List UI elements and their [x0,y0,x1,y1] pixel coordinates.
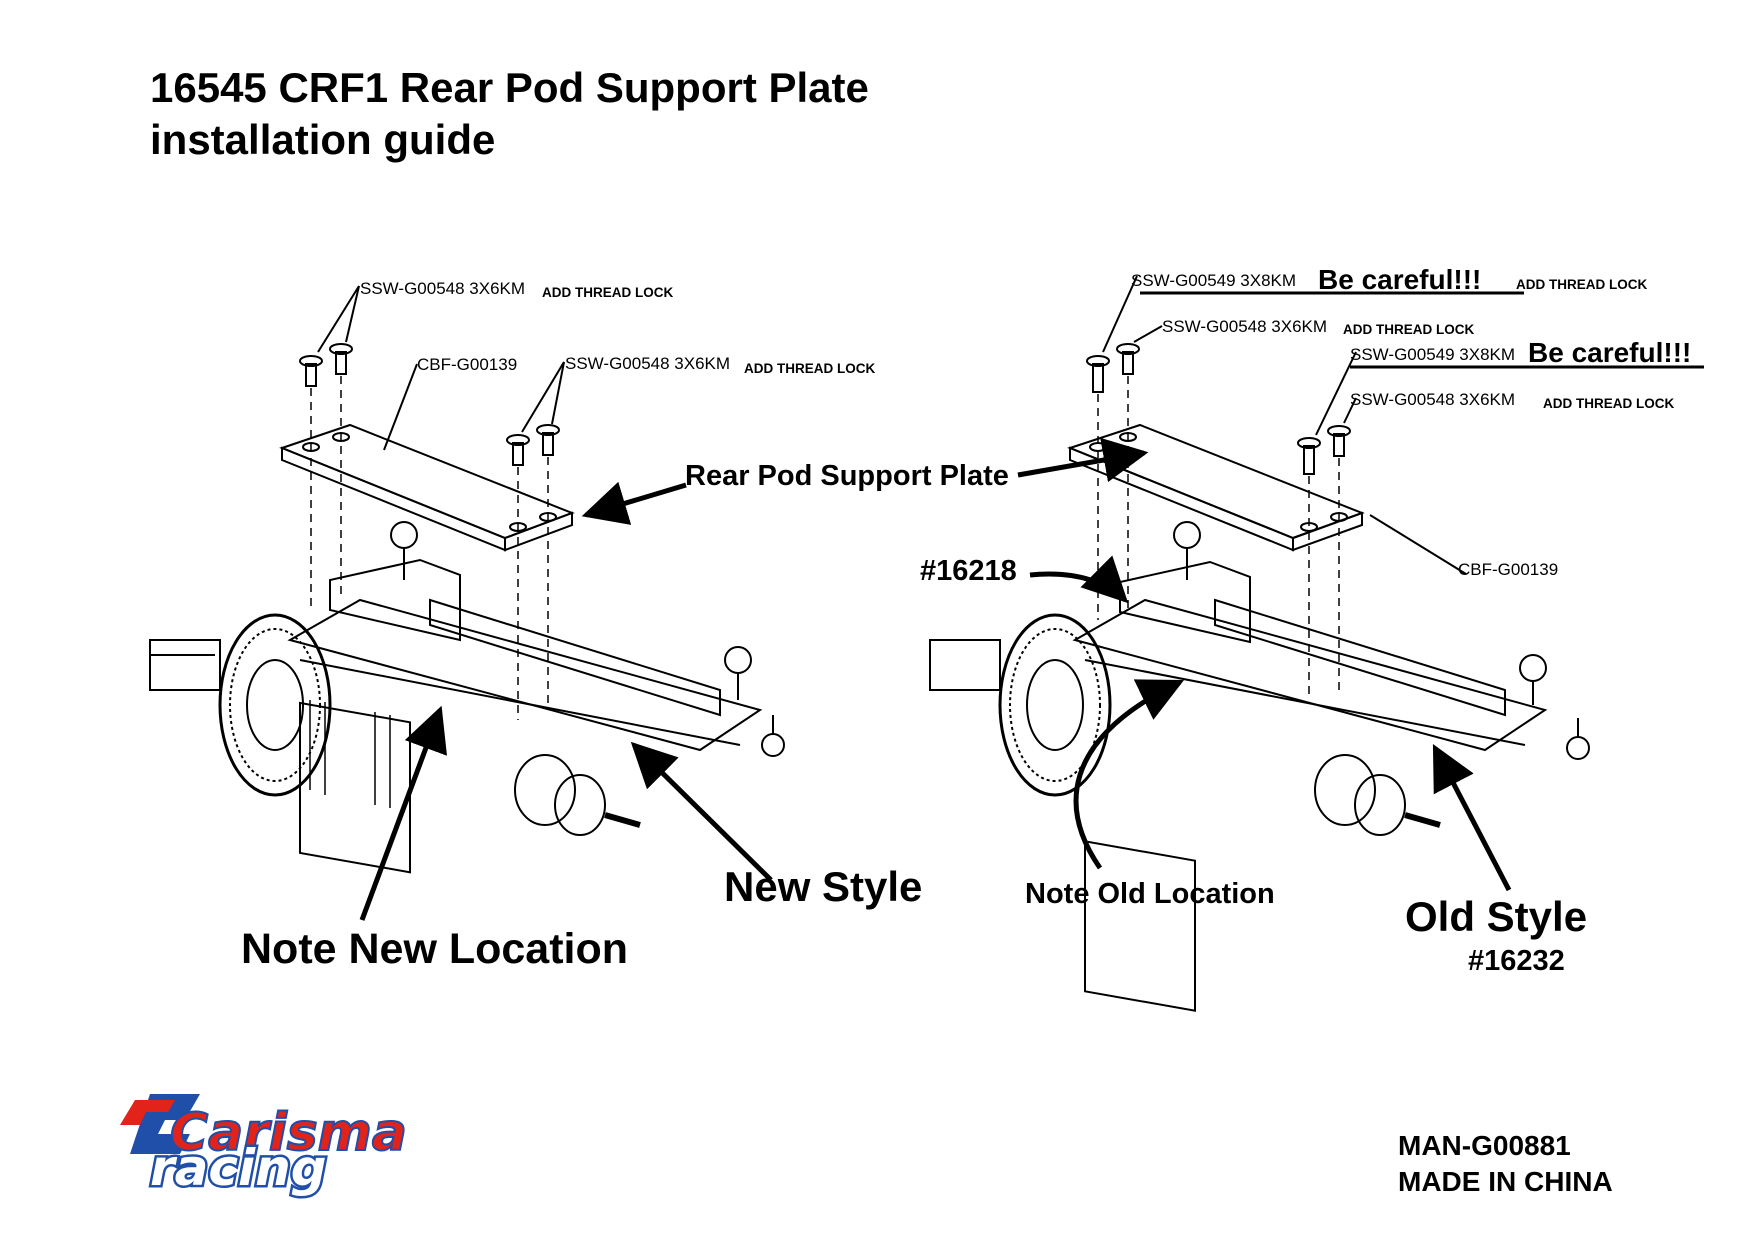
right-warning-2: Be careful!!! [1528,337,1692,368]
manual-code: MAN-G00881 [1398,1130,1571,1161]
arrow-plate-left [581,481,687,525]
new-style-label: New Style [724,863,923,910]
footer-info: MAN-G00881 MADE IN CHINA [1398,1128,1613,1200]
left-screw-note-2: ADD THREAD LOCK [744,361,876,376]
right-screw-note-2: ADD THREAD LOCK [1343,322,1475,337]
left-assembly [149,285,785,874]
arrow-old-location [1073,679,1185,870]
old-style-label: Old Style [1405,893,1588,940]
old-style-part: #16232 [1468,945,1565,977]
right-screw-label-2: SSW-G00548 3X6KM [1162,317,1328,336]
plate-callout: Rear Pod Support Plate [685,460,1009,492]
right-screw-label-4: SSW-G00548 3X6KM [1350,390,1516,409]
arrow-new-style [630,741,773,882]
callout-arrows [359,437,1512,921]
right-warning-1: Be careful!!! [1318,264,1482,295]
left-screw-label-2: SSW-G00548 3X6KM [565,354,731,373]
right-plate-part-label: CBF-G00139 [1458,560,1559,579]
right-screw-label-1: SSW-G00549 3X8KM [1131,271,1297,290]
left-screws [299,343,560,466]
right-screws [1086,343,1351,475]
left-screw-note-1: ADD THREAD LOCK [542,285,674,300]
title-line-2: installation guide [150,116,496,163]
left-plate-part-label: CBF-G00139 [417,355,518,374]
new-location-label: Note New Location [241,925,629,973]
old-location-label: Note Old Location [1025,878,1275,910]
left-screw-label-1: SSW-G00548 3X6KM [360,279,526,298]
carisma-logo: Carisma racing [120,1094,408,1200]
right-screw-label-3: SSW-G00549 3X8KM [1350,345,1516,364]
title-line-1: 16545 CRF1 Rear Pod Support Plate [150,64,869,111]
logo-line-2: racing [150,1139,327,1197]
right-screw-note-4: ADD THREAD LOCK [1543,396,1675,411]
page-title: 16545 CRF1 Rear Pod Support Plate instal… [150,62,869,166]
right-screw-note-1: ADD THREAD LOCK [1516,277,1648,292]
arrow-plate-right [1017,437,1149,483]
logo-line-1: Carisma [170,1103,407,1163]
arrow-16218 [1029,555,1129,604]
arrow-new-location [359,705,447,921]
ref-part-label: #16218 [920,555,1017,587]
made-in-label: MADE IN CHINA [1398,1166,1613,1197]
arrow-old-style [1432,744,1512,892]
